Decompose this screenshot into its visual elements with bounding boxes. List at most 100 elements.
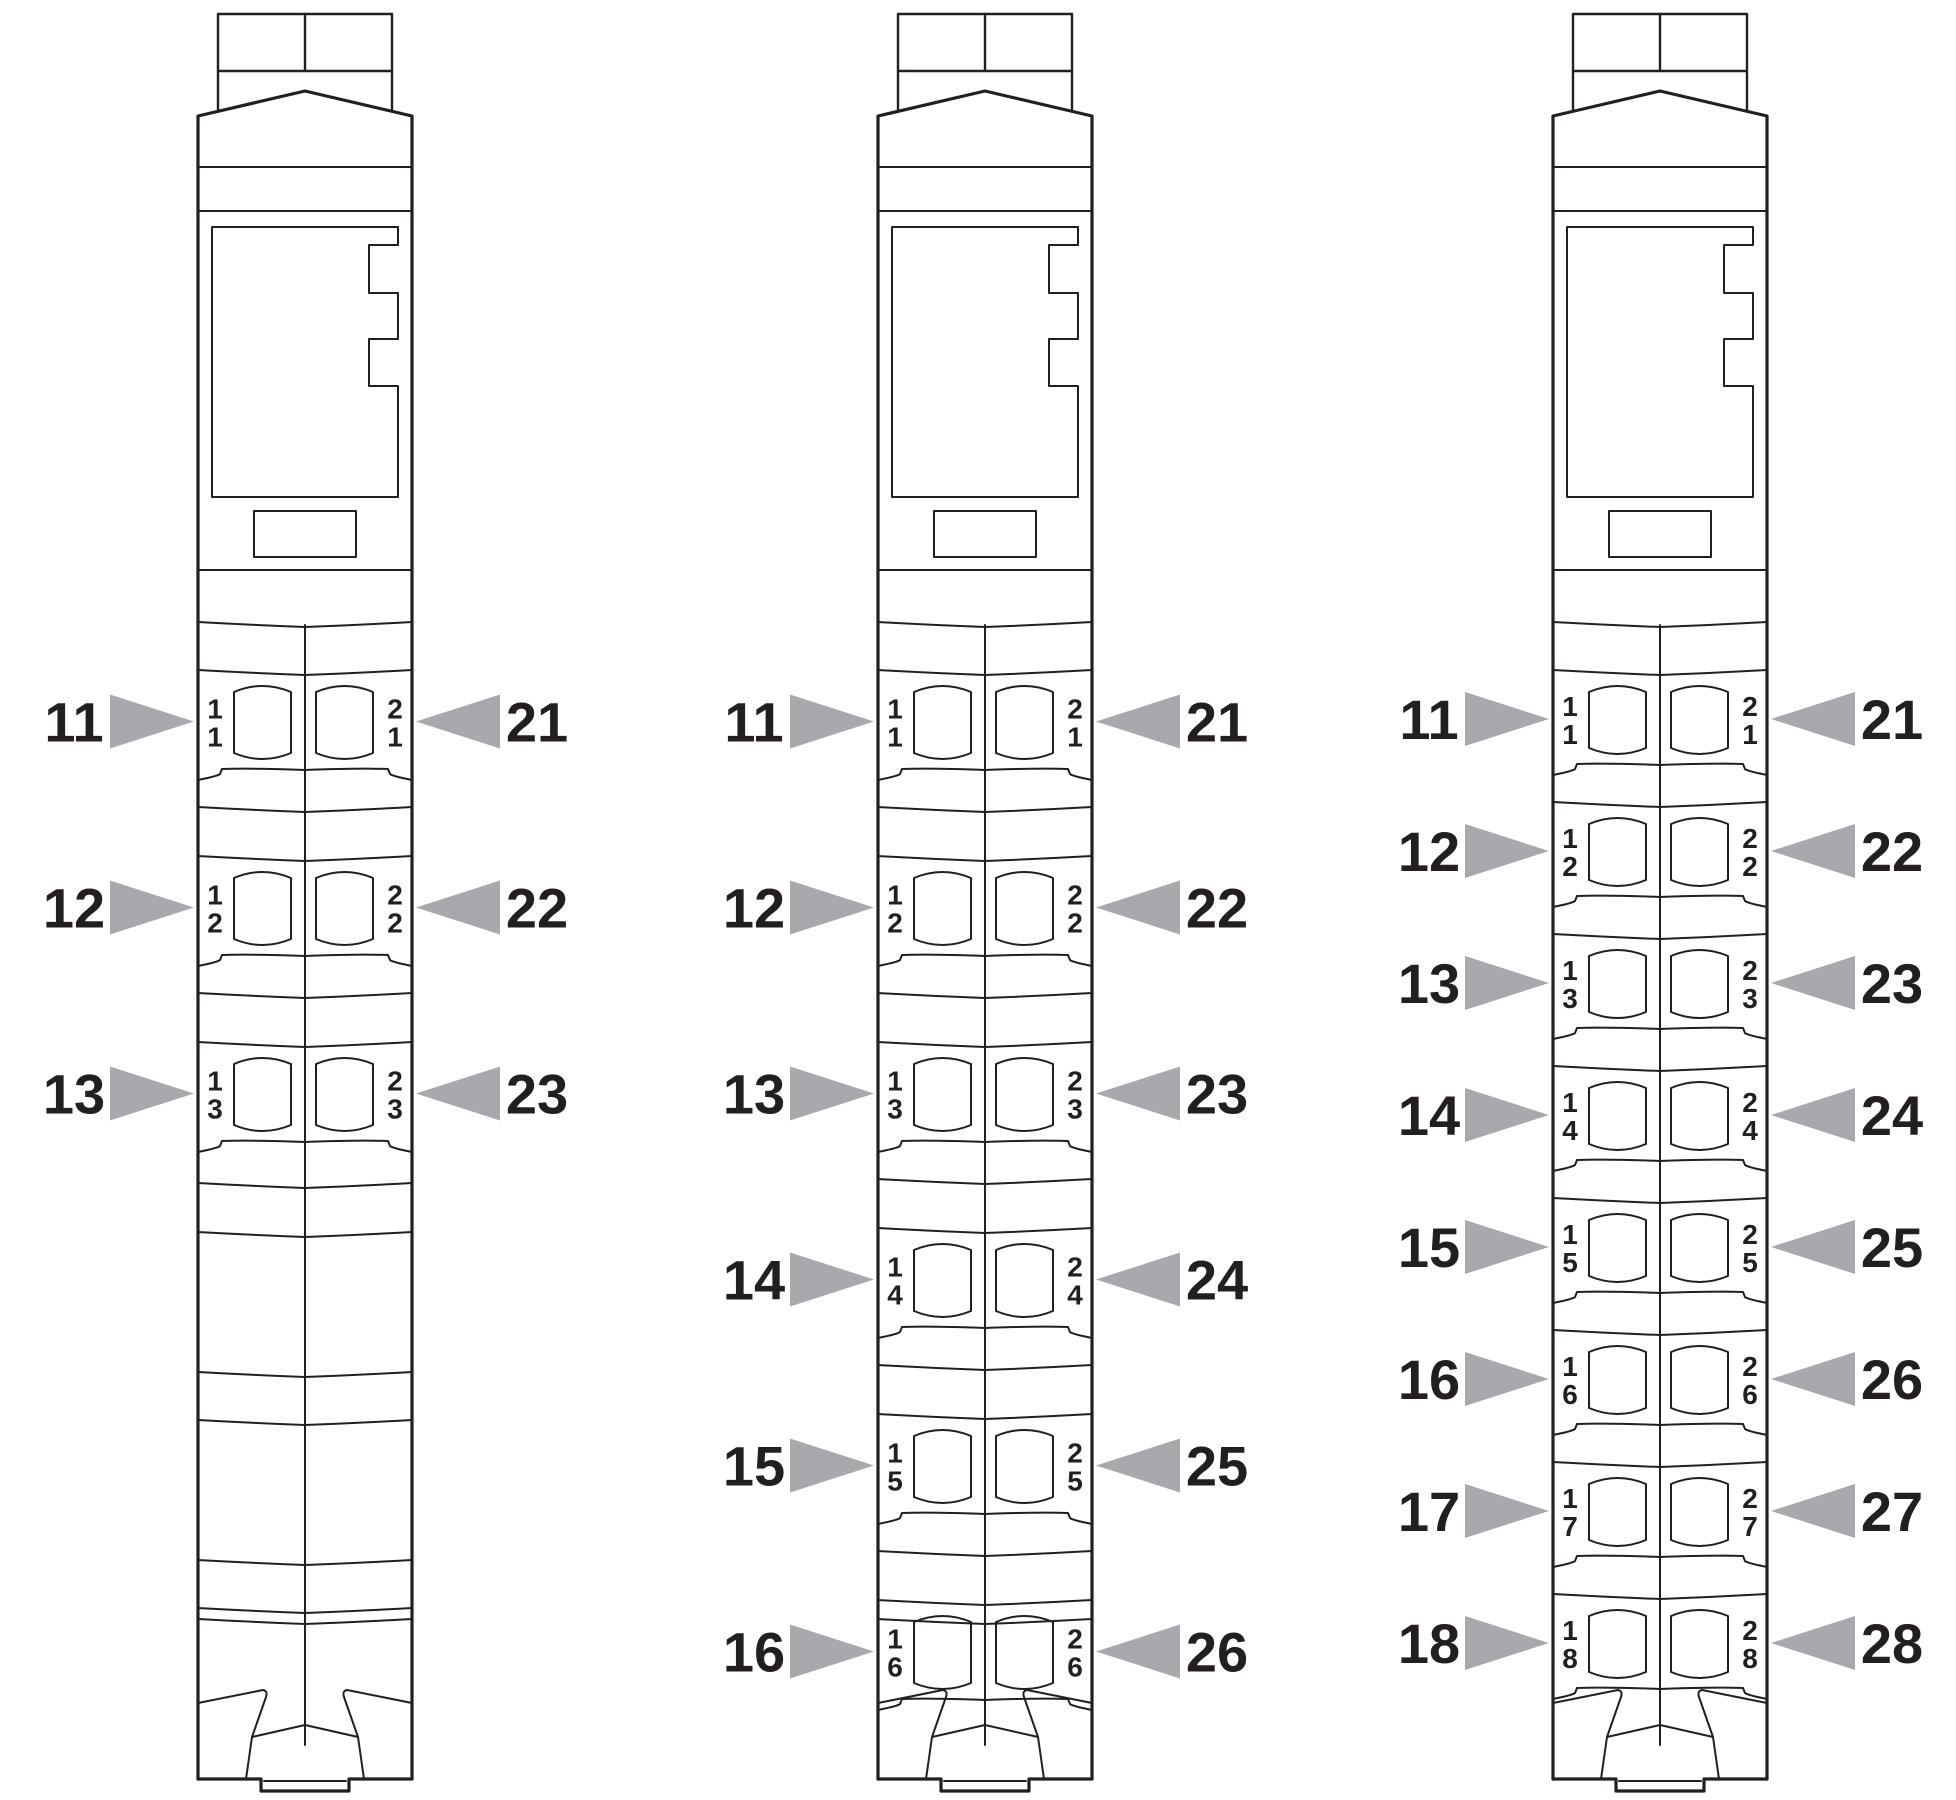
din-rail-foot bbox=[196, 1689, 414, 1793]
terminal-opening-left[interactable] bbox=[1588, 1345, 1647, 1415]
terminal-opening-right[interactable] bbox=[995, 685, 1054, 760]
pointer-arrow-right-icon bbox=[416, 1066, 500, 1121]
status-indicator-window bbox=[933, 510, 1037, 558]
terminal-id-right-digit-2: 7 bbox=[1742, 1511, 1758, 1542]
terminal-opening-left[interactable] bbox=[233, 685, 292, 760]
pointer-arrow-left-icon bbox=[1465, 1088, 1549, 1142]
terminal-opening-left[interactable] bbox=[913, 1429, 972, 1504]
terminal-opening-left[interactable] bbox=[233, 871, 292, 946]
foot-release-tab[interactable] bbox=[196, 1777, 414, 1793]
pointer-arrow-left-icon bbox=[1465, 1484, 1549, 1538]
terminal-opening-right[interactable] bbox=[995, 1615, 1054, 1690]
terminal-opening-left[interactable] bbox=[913, 871, 972, 946]
terminal-id-left-digit-2: 2 bbox=[887, 908, 903, 939]
terminal-id-right-digit-2: 6 bbox=[1067, 1652, 1083, 1683]
terminal-id-left-digit-2: 1 bbox=[887, 722, 903, 753]
terminal-label-left: 16 bbox=[723, 1621, 785, 1684]
pointer-arrow-right-icon bbox=[1096, 1252, 1180, 1307]
status-indicator-window bbox=[1608, 510, 1712, 558]
terminal-id-left-digit-2: 5 bbox=[887, 1466, 903, 1497]
terminal-opening-left[interactable] bbox=[913, 1615, 972, 1690]
terminal-label-right: 21 bbox=[506, 691, 568, 754]
terminal-id-right-digit-2: 3 bbox=[1742, 983, 1758, 1014]
terminal-id-left-digit-1: 1 bbox=[207, 694, 223, 725]
terminal-opening-right[interactable] bbox=[995, 1243, 1054, 1318]
terminal-opening-right[interactable] bbox=[315, 871, 374, 946]
label-window bbox=[1566, 226, 1754, 498]
terminal-id-right-digit-2: 4 bbox=[1067, 1280, 1083, 1311]
pointer-arrow-right-icon bbox=[1771, 692, 1855, 746]
terminal-opening-right[interactable] bbox=[995, 1429, 1054, 1504]
pointer-arrow-left-icon bbox=[1465, 1352, 1549, 1406]
terminal-id-right-digit-2: 5 bbox=[1067, 1466, 1083, 1497]
terminal-id-right-digit-1: 2 bbox=[1067, 694, 1083, 725]
terminal-id-right-digit-2: 2 bbox=[1067, 908, 1083, 939]
terminal-opening-left[interactable] bbox=[1588, 685, 1647, 755]
terminal-opening-right[interactable] bbox=[995, 871, 1054, 946]
terminal-opening-right[interactable] bbox=[995, 1057, 1054, 1132]
terminal-label-right: 26 bbox=[1186, 1621, 1248, 1684]
terminal-opening-left[interactable] bbox=[233, 1057, 292, 1132]
terminal-opening-right[interactable] bbox=[315, 685, 374, 760]
terminal-opening-left[interactable] bbox=[913, 685, 972, 760]
terminal-opening-left[interactable] bbox=[913, 1057, 972, 1132]
terminal-id-right-digit-1: 2 bbox=[1067, 1438, 1083, 1469]
terminal-opening-left[interactable] bbox=[1588, 1477, 1647, 1547]
terminal-opening-right[interactable] bbox=[1670, 817, 1729, 887]
terminal-opening-right[interactable] bbox=[1670, 1345, 1729, 1415]
label-window bbox=[891, 226, 1079, 498]
foot-clip-left bbox=[197, 1689, 268, 1780]
terminal-opening-left[interactable] bbox=[1588, 1609, 1647, 1679]
terminal-opening-left[interactable] bbox=[913, 1243, 972, 1318]
terminal-opening-right[interactable] bbox=[1670, 685, 1729, 755]
terminal-id-left-digit-2: 1 bbox=[1562, 719, 1578, 750]
terminal-opening-right[interactable] bbox=[1670, 1081, 1729, 1151]
foot-release-tab[interactable] bbox=[1551, 1777, 1769, 1793]
terminal-opening-right[interactable] bbox=[1670, 1213, 1729, 1283]
terminal-opening-left[interactable] bbox=[1588, 949, 1647, 1019]
terminal-opening-left[interactable] bbox=[1588, 1081, 1647, 1151]
terminal-id-left-digit-2: 3 bbox=[207, 1094, 223, 1125]
foot-clip-right bbox=[1697, 1689, 1768, 1780]
foot-clip-right bbox=[1022, 1689, 1093, 1780]
pointer-arrow-right-icon bbox=[1771, 1616, 1855, 1670]
terminal-id-right-digit-2: 1 bbox=[1067, 722, 1083, 753]
pointer-arrow-left-icon bbox=[110, 880, 194, 935]
terminal-label-right: 24 bbox=[1861, 1084, 1923, 1147]
terminal-opening-left[interactable] bbox=[1588, 817, 1647, 887]
terminal-opening-right[interactable] bbox=[315, 1057, 374, 1132]
terminal-id-left-digit-2: 4 bbox=[887, 1280, 903, 1311]
terminal-id-right-digit-2: 3 bbox=[1067, 1094, 1083, 1125]
terminal-id-right-digit-1: 2 bbox=[1742, 823, 1758, 854]
terminal-id-right-digit-2: 6 bbox=[1742, 1379, 1758, 1410]
pointer-arrow-left-icon bbox=[790, 880, 874, 935]
terminal-id-left-digit-2: 6 bbox=[887, 1652, 903, 1683]
terminal-label-left: 14 bbox=[1398, 1084, 1460, 1147]
foot-release-tab[interactable] bbox=[876, 1777, 1094, 1793]
foot-center-wedge bbox=[251, 1724, 359, 1738]
terminal-id-left-digit-2: 3 bbox=[887, 1094, 903, 1125]
pointer-arrow-right-icon bbox=[1096, 694, 1180, 749]
terminal-label-right: 27 bbox=[1861, 1480, 1923, 1543]
pointer-arrow-right-icon bbox=[1096, 1438, 1180, 1493]
terminal-id-left-digit-2: 1 bbox=[207, 722, 223, 753]
terminal-opening-left[interactable] bbox=[1588, 1213, 1647, 1283]
terminal-label-left: 13 bbox=[723, 1063, 785, 1126]
terminal-label-left: 12 bbox=[43, 877, 105, 940]
pointer-arrow-right-icon bbox=[1096, 1066, 1180, 1121]
terminal-opening-right[interactable] bbox=[1670, 949, 1729, 1019]
terminal-id-right-digit-2: 2 bbox=[387, 908, 403, 939]
terminal-opening-right[interactable] bbox=[1670, 1609, 1729, 1679]
terminal-label-right: 23 bbox=[1186, 1063, 1248, 1126]
pointer-arrow-left-icon bbox=[1465, 824, 1549, 878]
terminal-label-right: 23 bbox=[1861, 952, 1923, 1015]
terminal-opening-right[interactable] bbox=[1670, 1477, 1729, 1547]
foot-center-wedge bbox=[1606, 1724, 1714, 1738]
terminal-label-left: 18 bbox=[1398, 1612, 1460, 1675]
